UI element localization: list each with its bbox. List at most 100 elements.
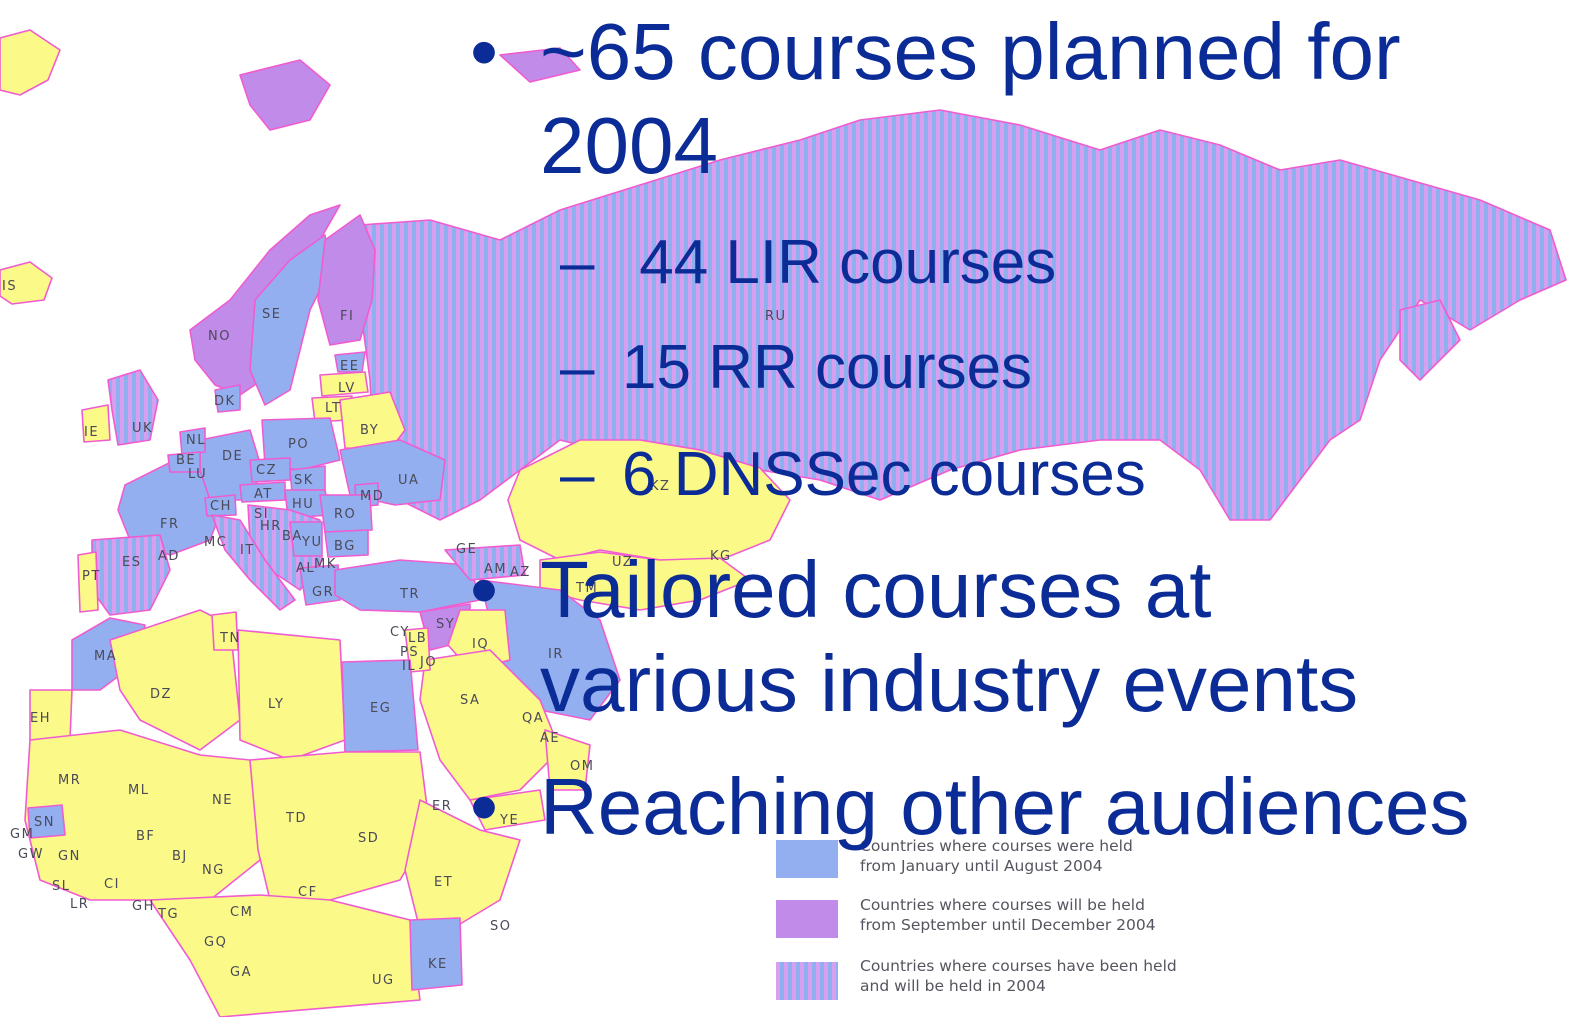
country-TR xyxy=(334,559,481,613)
country-code-md: MD xyxy=(360,489,384,504)
country-code-de: DE xyxy=(222,449,243,464)
country-code-al: AL xyxy=(296,561,315,576)
country-code-ci: CI xyxy=(104,877,120,892)
bullet-1-line-1: ~65 courses planned for xyxy=(540,7,1401,96)
bullet-2: • Tailored courses at various industry e… xyxy=(470,543,1590,731)
country-code-az: AZ xyxy=(510,565,531,580)
country-code-bf: BF xyxy=(136,829,155,844)
country-code-se: SE xyxy=(262,307,281,322)
country-code-sk: SK xyxy=(294,473,314,488)
country-RO xyxy=(319,494,373,533)
country-code-fi: FI xyxy=(340,309,354,324)
country-code-et: ET xyxy=(434,875,453,890)
country-code-uz: UZ xyxy=(612,555,633,570)
country-code-gn: GN xyxy=(58,849,81,864)
country-code-ir: IR xyxy=(548,647,564,662)
country-code-ba: BA xyxy=(282,529,303,544)
country-code-am: AM xyxy=(484,562,507,577)
country-code-cy: CY xyxy=(390,625,410,640)
country-code-dz: DZ xyxy=(150,687,172,702)
bullet-3-line-1: Reaching other audiences xyxy=(540,762,1470,851)
country-SA xyxy=(419,649,561,801)
country-code-tm: TM xyxy=(575,581,598,596)
country-code-ng: NG xyxy=(202,863,225,878)
levant xyxy=(404,627,431,673)
country-CZ xyxy=(249,457,291,483)
country-code-lr: LR xyxy=(70,897,89,912)
country-code-sy: SY xyxy=(436,617,455,632)
country-code-bj: BJ xyxy=(172,849,188,864)
bullet-marker: • xyxy=(470,545,499,634)
country-KE xyxy=(409,917,463,991)
country-code-ly: LY xyxy=(268,697,284,712)
country-code-tr: TR xyxy=(399,587,420,602)
country-code-ee: EE xyxy=(340,359,359,374)
country-code-tg: TG xyxy=(157,907,179,922)
country-code-by: BY xyxy=(360,423,379,438)
country-code-ga: GA xyxy=(230,965,252,980)
country-code-jo: JO xyxy=(419,655,437,670)
country-code-dk: DK xyxy=(214,394,236,409)
sub-bullet-2-text: 15 RR courses xyxy=(622,333,1033,402)
country-code-yu: YU xyxy=(301,535,322,550)
country-code-ie: IE xyxy=(84,425,99,440)
country-code-ua: UA xyxy=(398,473,419,488)
country-IS xyxy=(0,261,53,305)
bullet-1: • ~65 courses planned for 2004 xyxy=(470,5,1590,193)
country-code-so: SO xyxy=(490,919,511,934)
country-code-ml: ML xyxy=(128,783,149,798)
sub-bullet-1-text: 44 LIR courses xyxy=(622,228,1057,297)
country-code-lu: LU xyxy=(188,467,207,482)
country-code-be: BE xyxy=(176,453,196,468)
sub-bullet-1: – 44 LIR courses xyxy=(560,228,1057,298)
arctic-islands xyxy=(239,59,331,131)
legend-label-held-2: from January until August 2004 xyxy=(860,857,1103,875)
country-code-cz: CZ xyxy=(256,463,277,478)
country-code-eh: EH xyxy=(30,711,51,726)
country-code-fr: FR xyxy=(160,517,180,532)
country-code-iq: IQ xyxy=(472,637,489,652)
country-FI xyxy=(317,214,376,346)
country-SE xyxy=(249,234,331,406)
country-code-ae: AE xyxy=(540,731,560,746)
country-code-gr: GR xyxy=(312,585,334,600)
country-code-ne: NE xyxy=(212,793,233,808)
country-code-ug: UG xyxy=(372,973,395,988)
country-code-cf: CF xyxy=(298,885,318,900)
country-code-is: IS xyxy=(2,279,17,294)
country-YU xyxy=(289,521,323,557)
sub-bullet-3-text: 6 DNSSec courses xyxy=(622,440,1146,509)
sub-bullet-2: – 15 RR courses xyxy=(560,333,1033,403)
country-code-gh: GH xyxy=(132,899,155,914)
country-BG xyxy=(324,529,369,558)
country-LV xyxy=(319,371,369,397)
country-code-it: IT xyxy=(240,543,255,558)
map-legend: Countries where courses were held from J… xyxy=(776,837,1177,1000)
far-east-peninsula xyxy=(1399,299,1461,381)
country-ES xyxy=(91,534,171,616)
sahel-central xyxy=(249,751,431,901)
country-code-qa: QA xyxy=(522,711,544,726)
country-code-lt: LT xyxy=(325,401,341,416)
svalbard xyxy=(499,47,581,83)
country-RU xyxy=(354,109,1567,521)
legend-label-held-1: Countries where courses were held xyxy=(860,837,1133,855)
country-code-gm: GM xyxy=(10,827,34,842)
country-code-ge: GE xyxy=(456,542,477,557)
country-code-at: AT xyxy=(254,487,273,502)
country-code-ye: YE xyxy=(499,813,519,828)
bullet-2-line-2: various industry events xyxy=(540,639,1359,728)
bullet-3: • Reaching other audiences xyxy=(470,760,1590,854)
bullet-1-line-2: 2004 xyxy=(540,101,718,190)
country-DK xyxy=(214,384,241,413)
country-PO xyxy=(261,417,341,471)
legend-label-will-1: Countries where courses will be held xyxy=(860,896,1145,914)
country-code-ch: CH xyxy=(210,499,232,514)
country-EG xyxy=(341,659,419,753)
country-code-td: TD xyxy=(285,811,307,826)
country-BE xyxy=(167,451,201,473)
country-code-uk: UK xyxy=(132,421,153,436)
country-GR xyxy=(299,564,341,606)
country-code-kz: KZ xyxy=(650,479,670,494)
